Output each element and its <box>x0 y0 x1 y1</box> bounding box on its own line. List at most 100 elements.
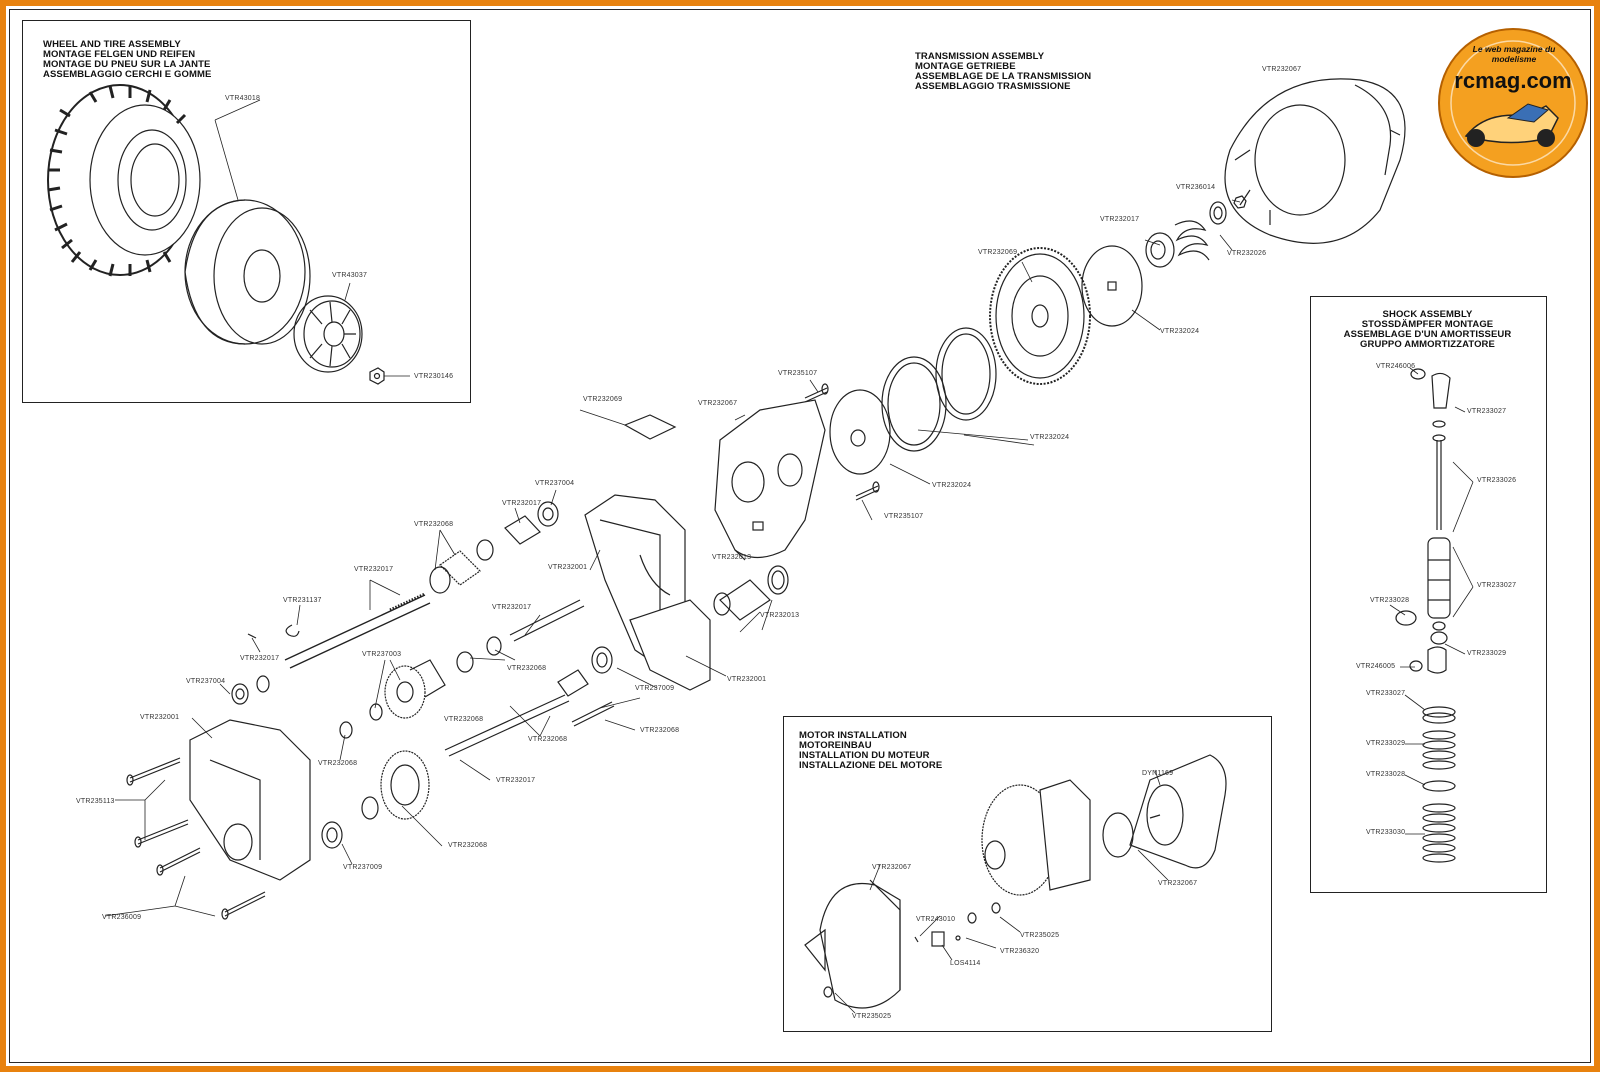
shock-collar-drawing <box>1422 706 1456 724</box>
logo-tagline: Le web magazine du modelisme <box>1472 44 1556 64</box>
part-label-screws-long: VTR235113 <box>76 798 115 805</box>
bushing-drawing <box>456 636 502 673</box>
transmission-title: TRANSMISSION ASSEMBLY MONTAGE GETRIEBE A… <box>915 52 1091 92</box>
shock-end-drawing <box>1409 646 1447 674</box>
part-label-motor-cover: VTR232067 <box>872 864 912 871</box>
part-label-bell-housing: VTR232067 <box>1262 66 1302 73</box>
part-label-set-screw: VTR243010 <box>916 916 956 923</box>
part-label-shock-top: VTR233027 <box>1467 408 1507 415</box>
part-label-spacer-mid: VTR232068 <box>444 716 484 723</box>
pin-small-drawing <box>247 633 257 639</box>
idler-shaft-drawing <box>509 599 585 642</box>
rcmag-logo: Le web magazine du modelisme rcmag.com <box>1436 26 1590 180</box>
part-label-case-half-left: VTR232001 <box>140 714 180 721</box>
motor-title-line: INSTALLAZIONE DEL MOTORE <box>799 760 943 771</box>
set-screw-drawing <box>914 936 919 943</box>
motor-mount-drawing <box>981 779 1091 896</box>
shock-cap-drawing <box>1410 368 1451 409</box>
wheel-title-line: MONTAGE FELGEN UND REIFEN <box>43 49 196 60</box>
bearing-left-drawing <box>231 675 270 705</box>
part-label-main-shaft: VTR232017 <box>354 566 394 573</box>
transmission-title-line: ASSEMBLAGE DE LA TRANSMISSION <box>915 71 1092 82</box>
part-label-shock-rod-end: VTR246005 <box>1356 663 1396 670</box>
part-label-e-clip: VTR231137 <box>283 597 322 604</box>
shock-title-line: ASSEMBLAGE D'UN AMORTISSEUR <box>1343 329 1512 340</box>
inner-border <box>9 9 1591 1063</box>
bearing-low-drawing <box>321 821 343 849</box>
screws-long-drawing <box>126 757 189 848</box>
part-label-wheel-nut: VTR230146 <box>414 373 454 380</box>
part-label-bearing-5: VTR237004 <box>535 480 575 487</box>
shock-shaft-drawing <box>1432 420 1446 530</box>
wheel-title: WHEEL AND TIRE ASSEMBLY MONTAGE FELGEN U… <box>43 40 211 80</box>
shock-section-box <box>1310 296 1547 893</box>
part-label-shock-shaft: VTR233026 <box>1477 477 1517 484</box>
part-label-spring-main: VTR233030 <box>1366 829 1406 836</box>
motor-title-line: MOTOR INSTALLATION <box>799 730 907 741</box>
part-label-motor-plate: VTR232067 <box>698 400 738 407</box>
part-label-spacer-tube: VTR232017 <box>502 500 542 507</box>
part-label-screw-top: VTR235107 <box>778 370 818 377</box>
part-label-slipper-pad-a: VTR232024 <box>1030 434 1070 441</box>
shock-cup-drawing <box>1395 610 1448 645</box>
part-label-shock-cup: VTR233028 <box>1370 597 1410 604</box>
rim-drawing <box>293 295 363 373</box>
part-label-slipper-plate: VTR232024 <box>1160 328 1200 335</box>
main-shaft-drawing <box>284 592 431 669</box>
idler-gear-drawing <box>369 659 446 721</box>
spring-top-drawing <box>1422 730 1456 770</box>
shock-title-line: STOßDÄMPFER MONTAGE <box>1361 319 1494 330</box>
motor-cover-drawing <box>804 879 901 1009</box>
pinion-motor-drawing <box>931 931 961 947</box>
part-label-spring-nut: VTR236014 <box>1176 184 1216 191</box>
spring-main-drawing <box>1422 803 1456 863</box>
shock-body-drawing <box>1427 537 1451 619</box>
part-label-output-shaft: VTR232017 <box>496 777 536 784</box>
wheel-title-line: MONTAGE DU PNEU SUR LA JANTE <box>43 59 211 70</box>
part-label-spacer-b: VTR232068 <box>640 727 680 734</box>
wheel-nut-drawing <box>369 367 385 385</box>
part-label-spring-top: VTR233029 <box>1366 740 1406 747</box>
part-label-bearing-right: VTR237009 <box>635 685 675 692</box>
part-label-bearing-top: VTR232017 <box>1100 216 1140 223</box>
logo-name: rcmag.com <box>1454 68 1572 93</box>
spacer-low-drawing <box>339 721 353 739</box>
slipper-spring-drawing <box>1174 195 1247 261</box>
part-label-shock-collar: VTR233027 <box>1366 690 1406 697</box>
part-label-bushing-a: VTR232068 <box>507 665 547 672</box>
output-shaft-drawing <box>444 694 570 757</box>
screw-top-drawing <box>804 383 829 403</box>
motor-drawing <box>1129 754 1227 869</box>
motor-section-box <box>783 716 1272 1032</box>
tire-drawing <box>47 84 201 277</box>
motor-title: MOTOR INSTALLATION MOTOREINBAU INSTALLAT… <box>799 731 942 771</box>
motor-screws-drawing <box>823 902 1001 998</box>
slipper-pads-drawing <box>829 327 997 475</box>
part-label-motor-gasket: VTR232067 <box>1158 880 1198 887</box>
screw-mid-drawing <box>855 481 880 501</box>
part-label-pin-small: VTR232017 <box>240 655 280 662</box>
part-label-shock-cap: VTR246006 <box>1376 363 1416 370</box>
part-label-bearing-left: VTR237004 <box>186 678 226 685</box>
part-label-gear-low: VTR232068 <box>448 842 488 849</box>
screws-case-drawing <box>156 847 266 920</box>
part-label-spur-gear: VTR232069 <box>978 249 1018 256</box>
part-label-cover-small: VTR232069 <box>583 396 623 403</box>
transmission-title-line: ASSEMBLAGGIO TRASMISSIONE <box>915 81 1071 92</box>
part-label-case-half-top: VTR232001 <box>548 564 588 571</box>
spring-ring-drawing <box>1422 780 1456 792</box>
case-right-drawing <box>629 599 711 691</box>
part-label-pinion-top: VTR232068 <box>414 521 454 528</box>
part-label-motor: DYN1169 <box>1142 770 1174 777</box>
transmission-title-line: TRANSMISSION ASSEMBLY <box>915 51 1045 62</box>
part-label-slipper-spring: VTR232026 <box>1227 250 1267 257</box>
gear-low-drawing <box>361 750 430 820</box>
part-label-slipper-pad-b: VTR232024 <box>932 482 972 489</box>
slipper-plate-drawing <box>1081 245 1143 327</box>
transmission-title-line: MONTAGE GETRIEBE <box>915 61 1016 72</box>
part-label-screws-case: VTR236009 <box>102 914 142 921</box>
motor-plate-drawing <box>714 399 826 559</box>
part-label-bearing-low: VTR237009 <box>343 864 383 871</box>
part-label-pinion-motor: VTR235025 <box>1020 932 1060 939</box>
part-label-outdrive: VTR232013 <box>760 612 800 619</box>
